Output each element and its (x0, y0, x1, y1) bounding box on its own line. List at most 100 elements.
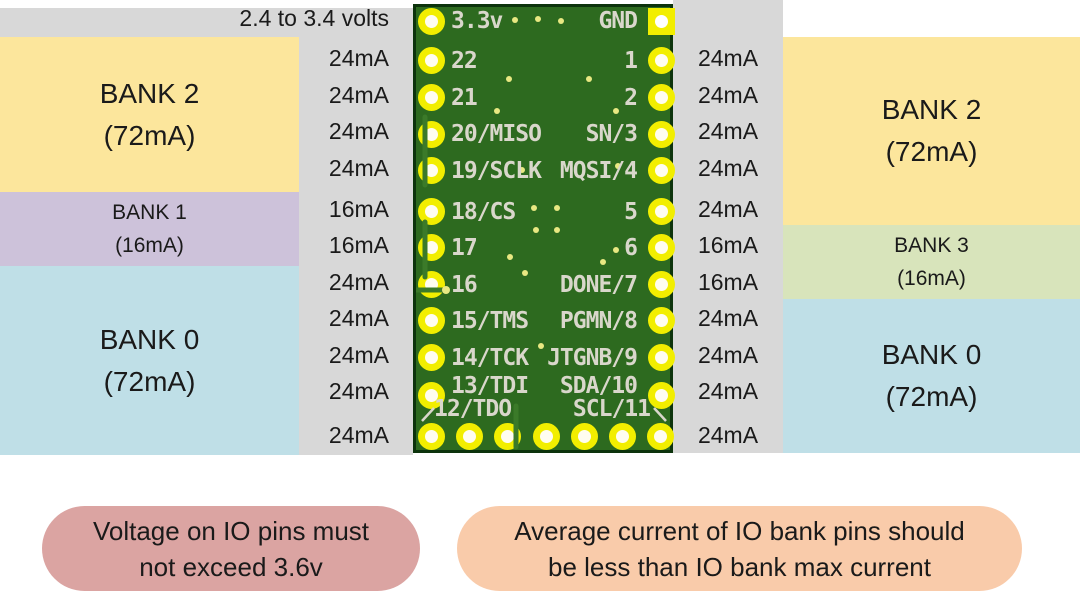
callout-line: be less than IO bank max current (548, 551, 931, 582)
pin-pad (418, 382, 445, 409)
pin-label: 19/SCLK (451, 158, 542, 184)
pin-label: PGMN/8 (559, 308, 638, 334)
pin-current-label: 24mA (697, 196, 759, 222)
pin-label: 20/MISO (451, 121, 542, 147)
pin-current-label: 16mA (697, 269, 759, 295)
pin-label: SN/3 (585, 121, 638, 147)
pcb-board: 3.3v 22 21 20/MISO 19/SCLK 18/CS 17 16 1… (413, 4, 675, 453)
bank-name: BANK 0 (99, 323, 200, 355)
pin-label: JTGNB/9 (547, 345, 638, 371)
pin-pad (609, 423, 636, 450)
pin-current-label: 24mA (697, 155, 759, 181)
pin-label: 12/TDO (434, 396, 512, 422)
pin-label: 18/CS (451, 199, 516, 225)
pin-current-label: 24mA (328, 305, 389, 331)
pin-pad (648, 271, 675, 298)
voltage-range-label: 2.4 to 3.4 volts (239, 5, 389, 31)
left-bank-0: BANK 0 (72mA) (0, 266, 299, 455)
right-bank-2: BANK 2 (72mA) (783, 37, 1080, 225)
pin-current-label: 24mA (328, 82, 389, 108)
pin-current-label: 24mA (328, 45, 389, 71)
pin-current-label: 24mA (328, 155, 389, 181)
pin-label: 21 (451, 85, 478, 111)
pin-current-label: 24mA (328, 422, 389, 448)
pin-current-label: 24mA (328, 118, 389, 144)
callout-line: not exceed 3.6v (139, 551, 323, 582)
pin-pad (648, 157, 675, 184)
pin-pad (648, 121, 675, 148)
pin-current-label: 24mA (697, 82, 759, 108)
pin-current-label: 24mA (328, 378, 389, 404)
pin-pad (418, 47, 445, 74)
pin-current-label: 24mA (697, 45, 759, 71)
pin-pad (648, 198, 675, 225)
pin-label: 14/TCK (451, 345, 529, 371)
pin-pad (418, 344, 445, 371)
pin-current-label: 24mA (328, 269, 389, 295)
pin-pad (418, 84, 445, 111)
pin-current-label: 24mA (697, 422, 759, 448)
pin-label: 2 (624, 85, 638, 111)
pin-pad (418, 271, 445, 298)
pin-label: 15/TMS (451, 308, 529, 334)
pin-pad (648, 307, 675, 334)
pin-pad (418, 198, 445, 225)
bank-name: BANK 3 (894, 234, 969, 257)
pin-label: 13/TDI (451, 373, 529, 399)
bank-max-current: (72mA) (885, 381, 978, 412)
pin-pad (648, 47, 675, 74)
bank-max-current: (16mA) (897, 267, 966, 290)
pin-current-label: 24mA (697, 118, 759, 144)
pin-pad (418, 121, 445, 148)
pin-pad (418, 423, 445, 450)
callout-line: Voltage on IO pins must (92, 515, 370, 546)
pin-current-label: 24mA (697, 305, 759, 331)
pin-label: 3.3v (451, 8, 503, 34)
right-gray-panel (673, 0, 783, 453)
bank-name: BANK 0 (881, 339, 982, 370)
pin-pad (647, 423, 674, 450)
pin-current-label: 24mA (697, 342, 759, 368)
pin-label: SDA/10 (559, 373, 638, 399)
pin-pad (494, 423, 521, 450)
pin-pad (648, 234, 675, 261)
right-bank-0: BANK 0 (72mA) (783, 299, 1080, 453)
pin-label: 1 (624, 48, 638, 74)
bank-name: BANK 2 (99, 77, 200, 109)
bank-max-current: (72mA) (103, 365, 196, 397)
pin-current-label: 24mA (328, 342, 389, 368)
pin-label: 22 (451, 48, 478, 74)
bank-max-current: (16mA) (115, 234, 184, 257)
bank-name: BANK 1 (112, 201, 187, 224)
bank-max-current: (72mA) (103, 119, 196, 151)
bank-max-current: (72mA) (885, 136, 978, 167)
pin-label: MQSI/4 (559, 158, 638, 184)
pin-pad (418, 307, 445, 334)
pin-pad (533, 423, 560, 450)
pin-label: 16 (451, 272, 478, 298)
pin-label: 17 (451, 235, 478, 261)
pin-label: 6 (624, 235, 638, 261)
left-bank-2: BANK 2 (72mA) (0, 37, 299, 192)
pin-pad (418, 234, 445, 261)
pin-label: DONE/7 (559, 272, 638, 298)
pin-current-label: 16mA (328, 232, 389, 258)
pin-label: GND (598, 8, 638, 34)
pin-pad (648, 84, 675, 111)
pin-pad (571, 423, 598, 450)
pin-pad (648, 382, 675, 409)
left-bank-1: BANK 1 (16mA) (0, 192, 299, 266)
pin-pad (418, 8, 445, 35)
pin-current-label: 16mA (328, 196, 389, 222)
pin-current-label: 16mA (697, 232, 759, 258)
pin-label: SCL/11 (572, 396, 651, 422)
callout-line: Average current of IO bank pins should (514, 515, 965, 546)
pin-pad (648, 344, 675, 371)
pin-pad (456, 423, 483, 450)
voltage-warning-callout: Voltage on IO pins must not exceed 3.6v (42, 506, 420, 591)
pin-pad (418, 157, 445, 184)
right-bank-3: BANK 3 (16mA) (783, 225, 1080, 299)
bank-name: BANK 2 (881, 94, 982, 125)
gnd-pin-pad (648, 8, 675, 35)
